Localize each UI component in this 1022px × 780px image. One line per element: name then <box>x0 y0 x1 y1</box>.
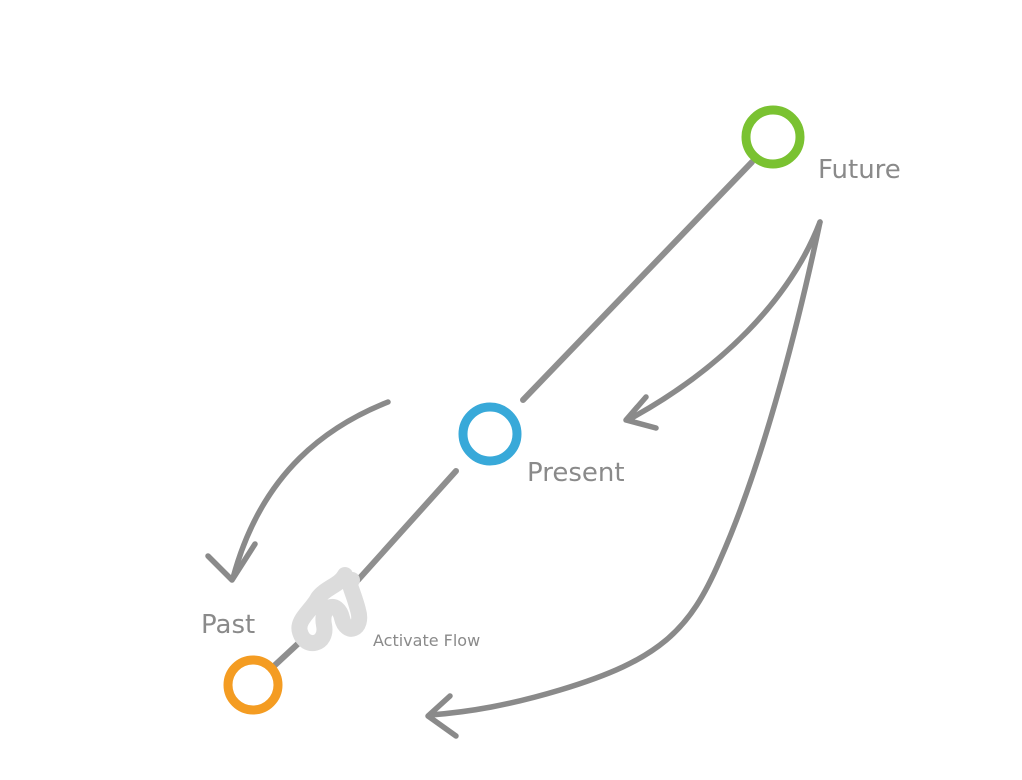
future-node[interactable] <box>741 105 805 169</box>
activate-flow-label: Activate Flow <box>373 631 480 650</box>
past-label: Past <box>201 610 255 640</box>
spring-coil <box>291 567 368 651</box>
timeline-line-spring-past <box>271 637 305 669</box>
timeline-line-future-present <box>520 159 755 403</box>
arrow-present-to-past <box>205 399 391 583</box>
present-label: Present <box>527 458 625 488</box>
present-node[interactable] <box>458 402 522 466</box>
arrow-future-to-bottom <box>425 219 823 739</box>
past-node[interactable] <box>223 655 283 715</box>
future-label: Future <box>818 155 901 185</box>
timeline-line-present-spring <box>355 468 459 583</box>
arrow-future-to-present <box>623 219 823 431</box>
